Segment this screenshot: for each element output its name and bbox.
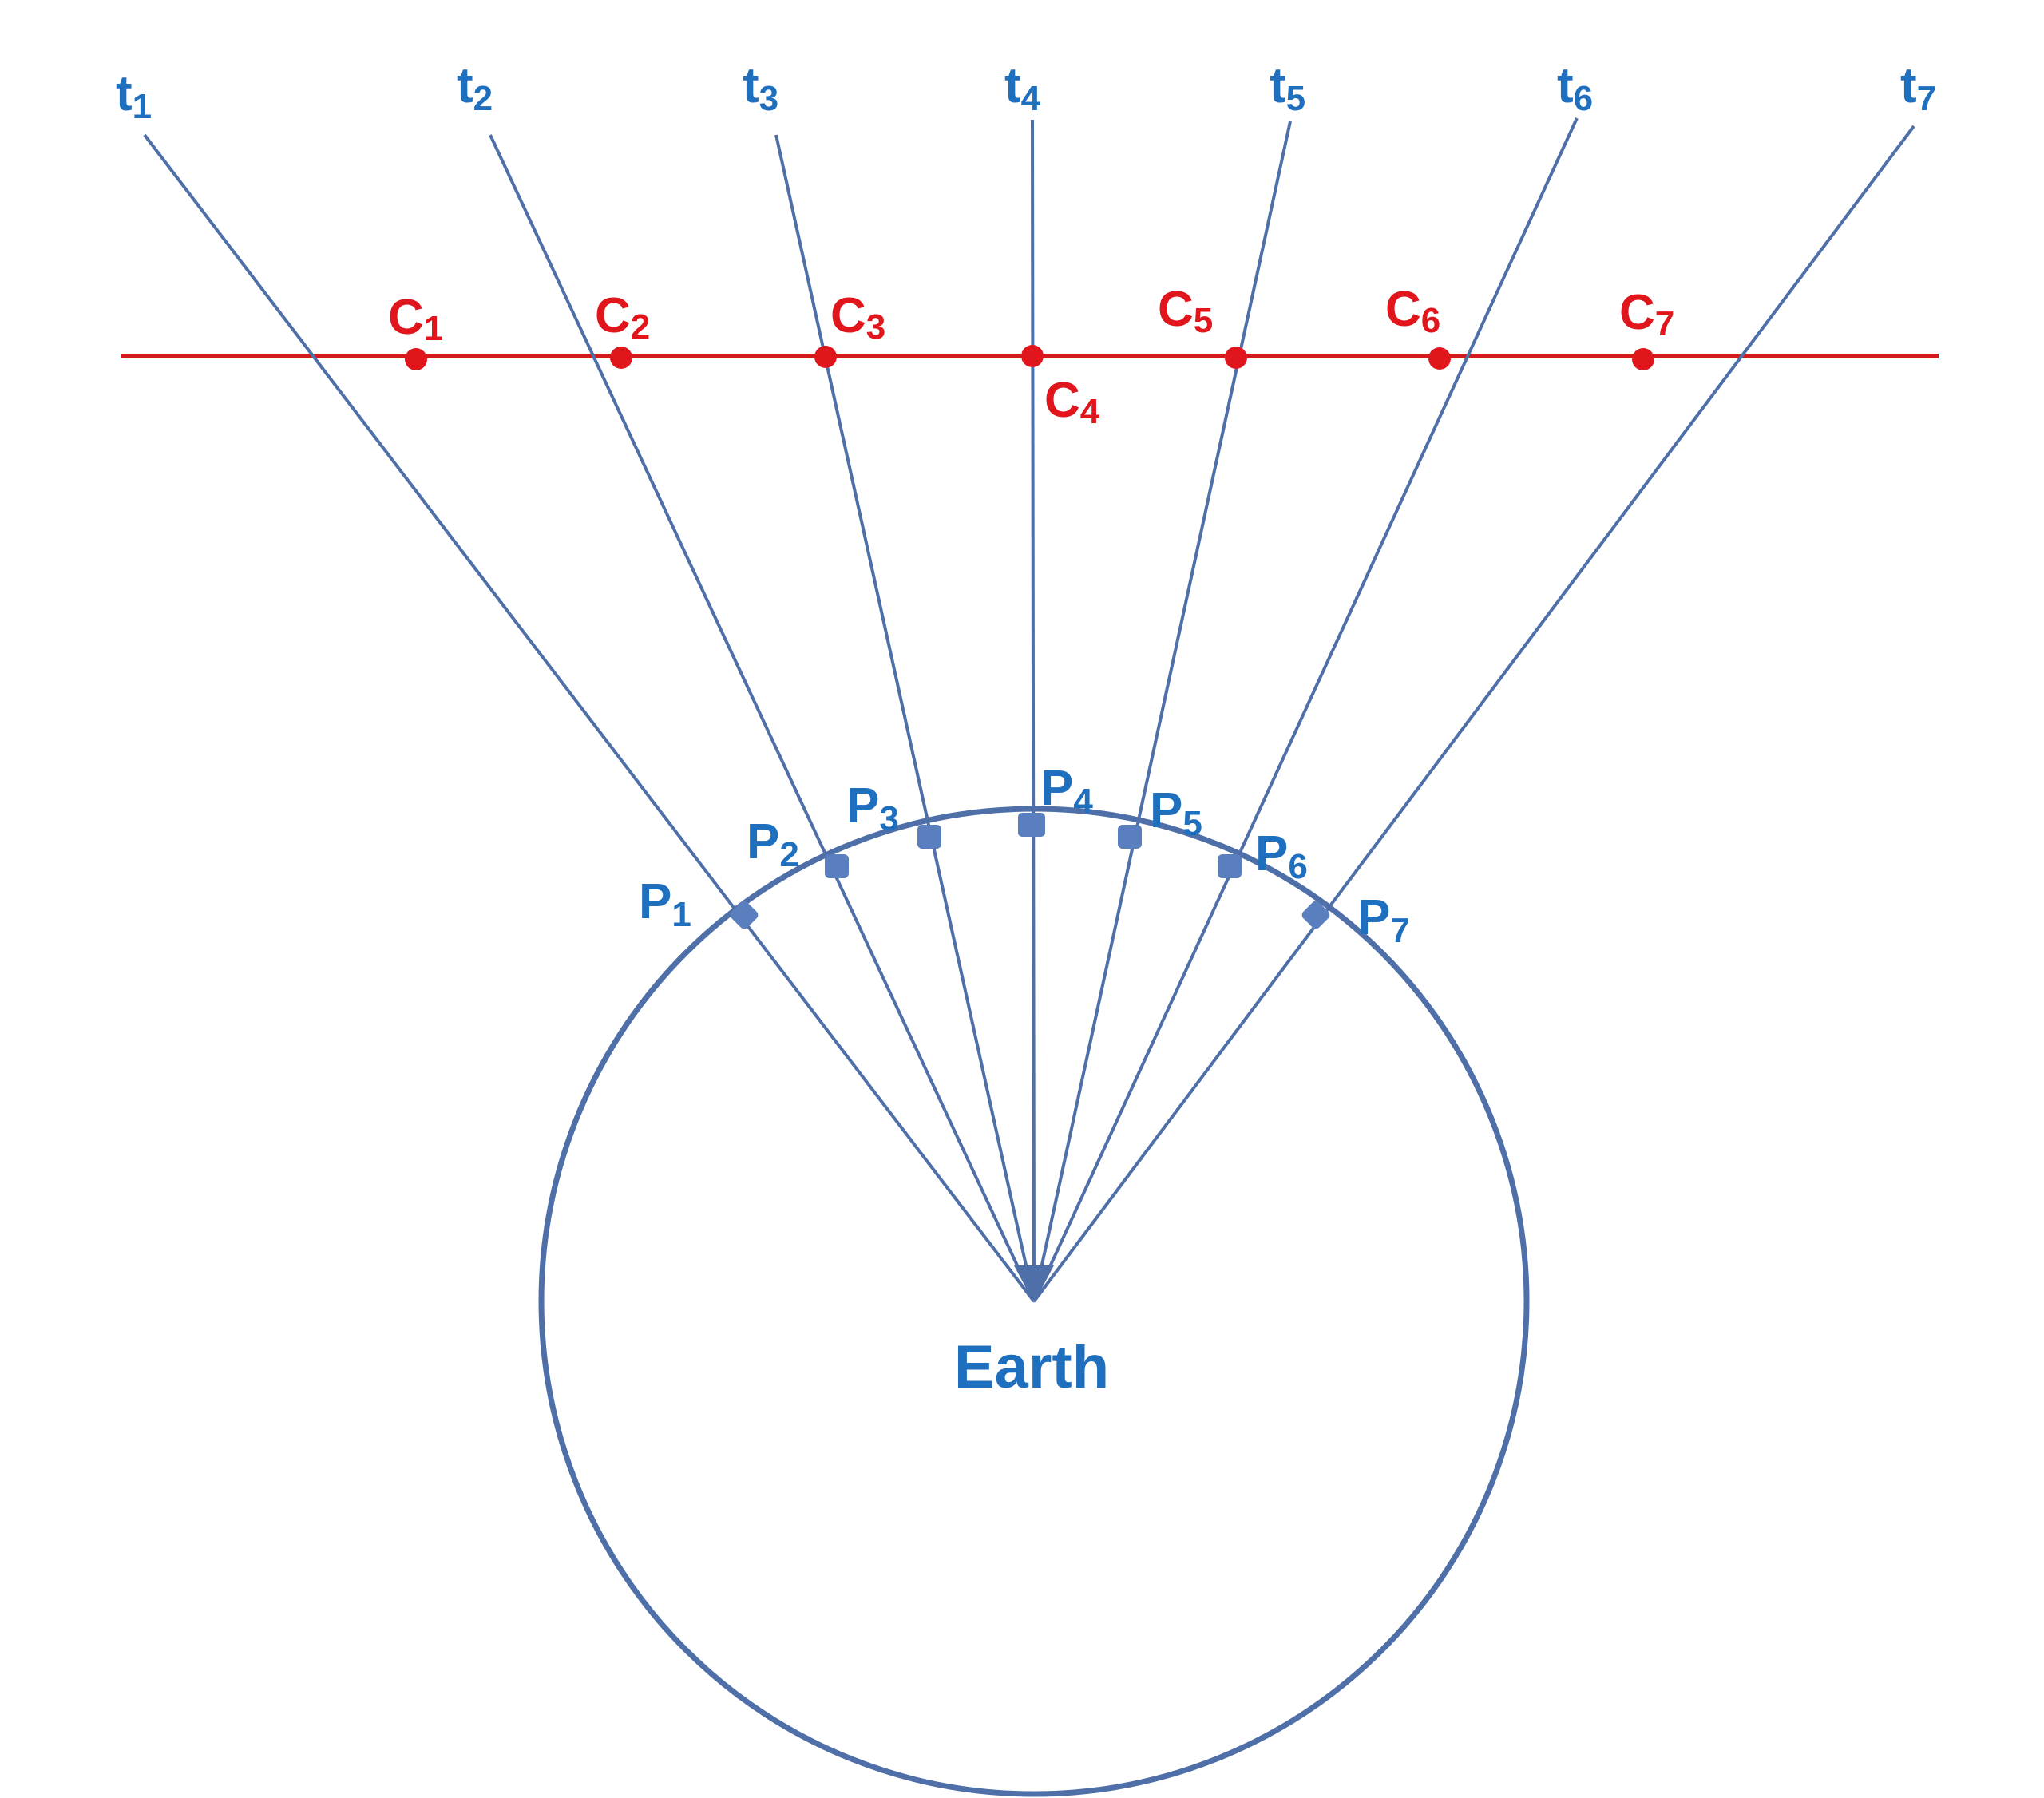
ray-label-t7: t7 — [1900, 58, 1936, 118]
surface-label-p2: P2 — [747, 814, 799, 874]
orbit-point-c4 — [1021, 345, 1044, 367]
surface-label-p1: P1 — [639, 874, 691, 934]
ray-label-t6: t6 — [1557, 58, 1593, 118]
ray-t7 — [1032, 125, 1915, 1303]
orbit-point-c5 — [1225, 347, 1247, 369]
orbit-label-c1: C1 — [388, 290, 443, 348]
ray-label-t1: t1 — [116, 66, 152, 126]
ray-label-t2: t2 — [457, 58, 493, 118]
ray-t4 — [1031, 119, 1036, 1302]
surface-point-p6 — [1218, 854, 1242, 878]
earth-center-marker — [1014, 1265, 1054, 1303]
ray-t3 — [774, 134, 1036, 1302]
ray-label-t5: t5 — [1270, 58, 1305, 118]
orbit-point-c7 — [1632, 348, 1654, 370]
ray-t5 — [1032, 121, 1292, 1302]
surface-label-p7: P7 — [1357, 890, 1410, 950]
orbit-label-c3: C3 — [830, 288, 885, 347]
ray-label-t4: t4 — [1004, 58, 1041, 118]
orbit-label-c4: C4 — [1044, 373, 1100, 431]
orbit-point-group — [405, 345, 1654, 370]
earth-label: Earth — [954, 1333, 1109, 1401]
surface-point-p7 — [1301, 901, 1330, 929]
surface-point-group — [730, 813, 1330, 929]
orbit-label-c6: C6 — [1385, 282, 1440, 340]
surface-label-p3: P3 — [846, 778, 899, 838]
surface-label-group: P1 P2 P3 P4 P5 P6 P7 — [639, 761, 1410, 950]
ray-label-t3: t3 — [743, 58, 778, 118]
orbit-label-c5: C5 — [1158, 282, 1213, 340]
ray-group — [143, 117, 1915, 1303]
orbit-point-c6 — [1428, 347, 1451, 370]
orbit-label-group: C1 C2 C3 C4 C5 C6 C7 — [388, 282, 1674, 431]
orbit-label-c2: C2 — [595, 288, 650, 347]
orbit-point-c2 — [610, 347, 632, 369]
ray-label-group: t1 t2 t3 t4 t5 t6 t7 — [116, 58, 1936, 126]
ray-t6 — [1032, 117, 1579, 1302]
surface-label-p6: P6 — [1255, 826, 1308, 886]
surface-point-p3 — [917, 825, 941, 849]
ray-t1 — [143, 133, 1036, 1303]
orbit-point-c1 — [405, 348, 427, 370]
orbit-point-c3 — [814, 346, 837, 368]
ray-t2 — [489, 134, 1036, 1302]
surface-point-p2 — [825, 854, 849, 878]
surface-label-p4: P4 — [1040, 761, 1093, 821]
orbit-label-c7: C7 — [1619, 285, 1674, 343]
surface-label-p5: P5 — [1150, 783, 1202, 843]
surface-point-p4 — [1018, 813, 1045, 837]
surface-point-p5 — [1118, 825, 1142, 849]
surface-point-p1 — [730, 901, 759, 929]
